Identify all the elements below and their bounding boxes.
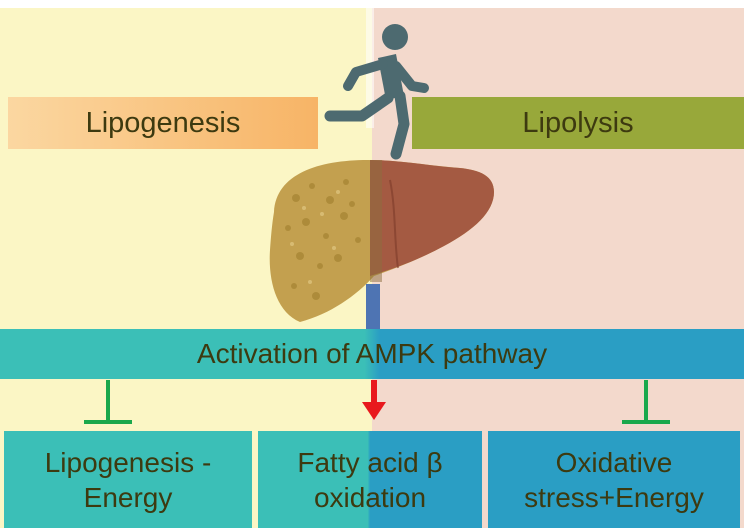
fatty-acid-oxidation-label: Fatty acid β oxidation (297, 446, 443, 513)
lipogenesis-energy-label: Lipogenesis - Energy (44, 446, 212, 513)
oxidative-stress-label: Oxidative stress+Energy (524, 446, 704, 513)
running-person-icon (324, 24, 429, 160)
oxidative-stress-box: Oxidative stress+Energy (488, 431, 740, 528)
activation-arrow-icon (362, 380, 386, 420)
ampk-label: Activation of AMPK pathway (196, 338, 548, 369)
fatty-acid-oxidation-box: Fatty acid β oxidation (258, 431, 482, 528)
lipolysis-box: Lipolysis (412, 97, 744, 149)
ampk-pathway-bar: Activation of AMPK pathway (0, 329, 744, 379)
lipogenesis-energy-box: Lipogenesis - Energy (4, 431, 252, 528)
inhibition-icon (622, 380, 670, 424)
liver-icon (269, 160, 494, 322)
lipogenesis-box: Lipogenesis (8, 97, 318, 149)
lipolysis-label: Lipolysis (522, 106, 634, 139)
liver-connector (366, 284, 380, 330)
lipogenesis-label: Lipogenesis (85, 106, 241, 139)
inhibition-icon (84, 380, 132, 424)
